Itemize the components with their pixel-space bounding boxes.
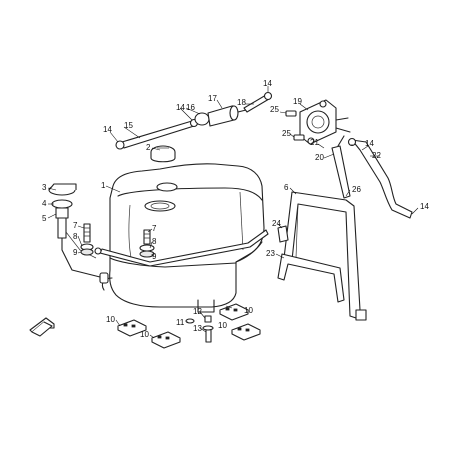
callout-21: 21	[310, 138, 319, 147]
callout-10-c: 10	[244, 306, 253, 315]
callout-labels: 1 2 3 4 5 6 7 8 9 7 8 9 10 10 10 10 11 1…	[42, 79, 429, 339]
callout-13: 13	[193, 324, 202, 333]
bolt-assembly-left	[80, 223, 94, 256]
callout-2: 2	[146, 143, 151, 152]
callout-4: 4	[42, 199, 47, 208]
callout-14-a: 14	[103, 125, 112, 134]
callout-16: 16	[186, 103, 195, 112]
tank-strap	[94, 229, 269, 267]
callout-10-b: 10	[140, 330, 149, 339]
callout-17: 17	[208, 94, 217, 103]
rubber-pad-2	[151, 331, 181, 349]
callout-19: 19	[293, 97, 302, 106]
callout-6: 6	[284, 183, 289, 192]
vent-hose-20	[331, 135, 351, 199]
callout-8-left: 8	[73, 232, 78, 241]
callout-15: 15	[124, 121, 133, 130]
callout-5: 5	[42, 214, 47, 223]
fuel-hose-15	[115, 118, 199, 150]
callout-9-middle: 9	[152, 252, 157, 261]
vent-hose-22	[347, 137, 413, 219]
callout-22: 22	[372, 151, 381, 160]
fuel-pump	[285, 99, 351, 145]
leader-lines	[47, 86, 419, 339]
fuel-tank	[99, 163, 265, 313]
callout-24: 24	[272, 219, 281, 228]
fuel-sender-unit	[48, 183, 101, 278]
callout-10-a: 10	[106, 315, 115, 324]
callout-12: 12	[193, 307, 202, 316]
fuel-filter	[194, 105, 247, 127]
callout-14-b: 14	[176, 103, 185, 112]
callout-14-c: 14	[263, 79, 272, 88]
drain-fittings	[185, 315, 214, 343]
callout-7-left: 7	[73, 221, 78, 230]
rubber-pad-3	[219, 303, 249, 321]
callout-9-left: 9	[73, 248, 78, 257]
clip-24	[277, 225, 289, 243]
callout-3: 3	[42, 183, 47, 192]
callout-26: 26	[352, 185, 361, 194]
tank-frame-bracket	[283, 191, 367, 321]
rubber-pad-1	[117, 319, 147, 337]
callout-14-e: 14	[420, 202, 429, 211]
fuel-hose-18	[243, 91, 273, 113]
callout-10-d: 10	[218, 321, 227, 330]
callout-18: 18	[237, 98, 246, 107]
callout-23: 23	[266, 249, 275, 258]
callout-11: 11	[176, 318, 185, 327]
callout-1: 1	[101, 181, 106, 190]
callout-25-a: 25	[270, 105, 279, 114]
rubber-pad-4	[231, 323, 261, 341]
tank-band	[277, 253, 345, 303]
callout-7-middle: 7	[152, 224, 157, 233]
callout-14-d: 14	[365, 139, 374, 148]
callout-25-b: 25	[282, 129, 291, 138]
callout-20: 20	[315, 153, 324, 162]
tank-cap	[150, 145, 176, 163]
arrow-icon	[29, 317, 55, 337]
callout-8-middle: 8	[152, 237, 157, 246]
